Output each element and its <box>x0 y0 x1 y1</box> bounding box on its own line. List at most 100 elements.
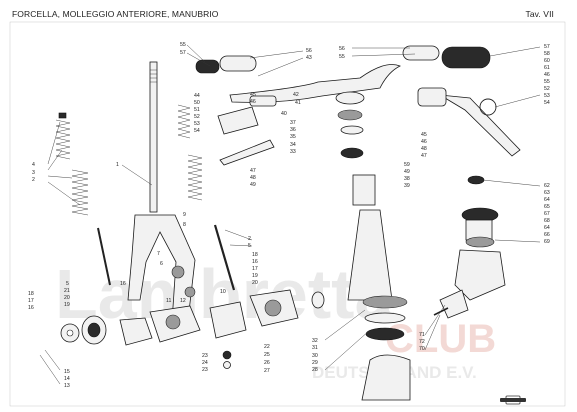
left-grip-sleeve <box>219 55 257 72</box>
callout-27: 27 <box>264 368 270 374</box>
callout-9: 9 <box>183 212 186 218</box>
callout-5b: 5 <box>66 281 69 287</box>
callout-68: 68 <box>544 218 550 224</box>
callout-13: 13 <box>64 383 70 389</box>
right-lever-clamp <box>417 87 447 107</box>
callout-55c: 55 <box>544 79 550 85</box>
callout-7: 7 <box>157 251 160 257</box>
lower-spring <box>71 169 89 216</box>
callout-45: 45 <box>250 92 256 98</box>
bearing-race-bottom <box>364 312 406 324</box>
callout-63: 63 <box>544 190 550 196</box>
callout-37: 37 <box>290 120 296 126</box>
watermark-line2: CLUB <box>385 317 496 361</box>
callout-23: 23 <box>202 353 208 359</box>
callout-65: 65 <box>544 204 550 210</box>
callout-25: 25 <box>264 352 270 358</box>
callout-59: 59 <box>404 162 410 168</box>
callout-69: 69 <box>544 239 550 245</box>
switch-housing <box>249 95 277 107</box>
steering-tube <box>149 61 158 213</box>
drive-gearbox <box>454 249 506 301</box>
callout-2: 2 <box>32 177 35 183</box>
callout-18b: 18 <box>28 291 34 297</box>
left-spring-assembly <box>55 112 111 286</box>
callout-45b: 45 <box>421 132 427 138</box>
page-frame <box>9 21 566 407</box>
brake-lever <box>439 94 521 157</box>
nut-25 <box>222 350 232 360</box>
callout-labels: 4 3 2 1 55 57 56 43 56 55 44 50 51 52 53… <box>28 42 550 389</box>
callout-17: 17 <box>252 266 258 272</box>
callout-36: 36 <box>290 127 296 133</box>
callout-23b: 23 <box>202 367 208 373</box>
callout-34: 34 <box>290 142 296 148</box>
plate-number: Tav. VII <box>525 9 554 19</box>
bearing-race-top <box>340 125 364 135</box>
seal-ring <box>311 291 325 309</box>
callout-53b: 53 <box>544 93 550 99</box>
drive-arm <box>439 289 469 319</box>
callout-8: 8 <box>183 222 186 228</box>
callout-16: 16 <box>252 259 258 265</box>
lambretta-logo <box>500 395 526 405</box>
callout-71: 71 <box>419 332 425 338</box>
lock-washer <box>337 109 363 121</box>
callout-19: 19 <box>252 273 258 279</box>
callout-17b: 17 <box>28 298 34 304</box>
callout-1: 1 <box>116 162 119 168</box>
callout-16c: 16 <box>28 305 34 311</box>
callout-19b: 19 <box>64 302 70 308</box>
callout-55: 55 <box>180 42 186 48</box>
callout-41: 41 <box>295 100 301 106</box>
callout-11: 11 <box>166 298 171 304</box>
callout-57: 57 <box>180 50 186 56</box>
callout-58: 58 <box>544 51 550 57</box>
callout-35: 35 <box>290 134 296 140</box>
right-spring-rod <box>213 224 236 291</box>
leader-lines <box>39 44 541 385</box>
fork-link-pivot-2 <box>184 286 196 298</box>
callout-70: 70 <box>419 346 425 352</box>
callout-15: 15 <box>64 369 70 375</box>
callout-24: 24 <box>202 360 208 366</box>
callout-30: 30 <box>312 353 318 359</box>
callout-18: 18 <box>252 252 258 258</box>
fork-link-pivot <box>171 265 185 279</box>
callout-40: 40 <box>281 111 287 117</box>
callout-14: 14 <box>64 376 70 382</box>
callout-56: 56 <box>306 48 312 54</box>
callout-32: 32 <box>312 338 318 344</box>
callout-57b: 57 <box>544 44 550 50</box>
callout-3: 3 <box>32 170 35 176</box>
callout-46: 46 <box>250 99 256 105</box>
callout-49b: 49 <box>404 169 410 175</box>
callout-43: 43 <box>306 55 312 61</box>
handlebar-assembly <box>195 45 521 166</box>
bearing-cup-bottom <box>362 295 408 309</box>
dust-seal <box>365 327 405 341</box>
callout-31: 31 <box>312 345 318 351</box>
left-lever-clamp <box>217 106 259 135</box>
headset-stack <box>335 91 411 401</box>
right-upper-spring <box>177 104 191 139</box>
callout-44: 44 <box>194 93 200 99</box>
callout-46b: 46 <box>544 72 550 78</box>
callout-12: 12 <box>180 298 186 304</box>
callout-33: 33 <box>290 149 296 155</box>
speedometer-drive <box>433 175 506 319</box>
headset-top-nut <box>335 91 365 105</box>
upper-spring <box>55 119 71 160</box>
page-title: FORCELLA, MOLLEGGIO ANTERIORE, MANUBRIO <box>12 9 219 19</box>
left-grip <box>195 59 220 74</box>
fork-crown <box>361 354 411 401</box>
callout-50: 50 <box>194 100 200 106</box>
link-arm-right <box>209 301 247 339</box>
spring-cap <box>58 112 67 119</box>
callout-47: 47 <box>250 168 256 174</box>
callout-54b: 54 <box>544 100 550 106</box>
callout-10: 10 <box>220 289 226 295</box>
callout-29: 29 <box>312 360 318 366</box>
bearing-cup-top <box>340 147 364 159</box>
callout-64b: 64 <box>544 225 550 231</box>
